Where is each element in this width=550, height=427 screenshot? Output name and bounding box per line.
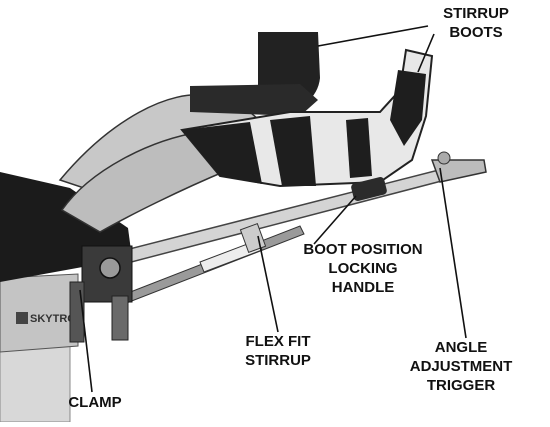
label-line: BOOTS <box>449 24 503 41</box>
label-line: TRIGGER <box>426 377 496 394</box>
label-line: STIRRUP <box>443 5 509 22</box>
label-line: BOOT POSITION <box>303 241 423 258</box>
table-rail <box>0 273 79 353</box>
angle-trigger <box>430 159 487 183</box>
clamp <box>81 245 133 303</box>
label-line: ADJUSTMENT <box>409 358 513 375</box>
label-line: FLEX FIT <box>245 333 311 350</box>
label-line: LOCKING <box>328 260 398 277</box>
leader-lines <box>79 25 467 393</box>
label-stirrup-boots: STIRRUP BOOTS <box>428 4 524 42</box>
label-line: CLAMP <box>68 394 122 411</box>
locking-handle <box>351 177 387 201</box>
label-line: HANDLE <box>331 279 395 296</box>
label-angle-adjustment-trigger: ANGLE ADJUSTMENT TRIGGER <box>397 338 525 395</box>
label-boot-position-locking-handle: BOOT POSITION LOCKING HANDLE <box>283 240 443 297</box>
label-line: STIRRUP <box>245 352 311 369</box>
label-flex-fit-stirrup: FLEX FIT STIRRUP <box>226 332 330 370</box>
label-clamp: CLAMP <box>54 393 136 412</box>
label-line: ANGLE <box>434 339 488 356</box>
